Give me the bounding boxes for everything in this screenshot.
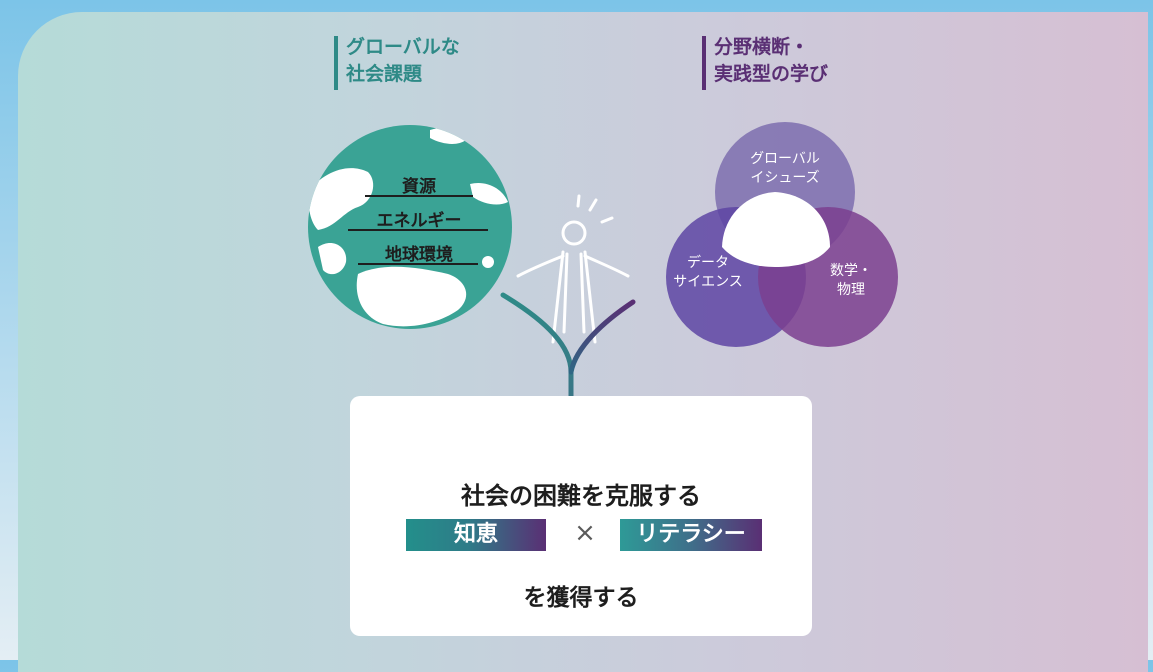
times-symbol: × xyxy=(574,518,596,548)
heading-cross-disciplinary: 分野横断・ 実践型の学び xyxy=(702,34,829,90)
diagram-card: グローバルな 社会課題 分野横断・ 実践型の学び xyxy=(18,12,1148,672)
venn-label-line: データ xyxy=(687,255,729,271)
globe-word: エネルギー xyxy=(376,211,462,231)
heading-line: 社会課題 xyxy=(346,63,423,85)
venn-label-line: グローバル xyxy=(750,151,820,167)
globe-word: 地球環境 xyxy=(385,245,453,265)
tag-literacy: リテラシー xyxy=(620,519,762,551)
person-icon xyxy=(516,194,630,344)
heading-accent-bar xyxy=(334,36,338,90)
venn-label-left: データ サイエンス xyxy=(663,254,753,292)
heading-global-issues: グローバルな 社会課題 xyxy=(334,34,460,90)
tag-wisdom: 知恵 xyxy=(406,519,546,551)
venn-label-line: 数学・ xyxy=(830,263,872,279)
venn-label-right: 数学・ 物理 xyxy=(816,262,886,300)
result-line-overcome: 社会の困難を克服する xyxy=(461,482,701,510)
venn-label-line: イシューズ xyxy=(750,170,820,186)
heading-line: 分野横断・ xyxy=(714,36,810,58)
venn-label-line: 物理 xyxy=(837,282,865,298)
result-line-acquire: を獲得する xyxy=(523,585,639,611)
venn-label-line: サイエンス xyxy=(673,274,743,290)
heading-line: 実践型の学び xyxy=(714,63,829,85)
globe-word: 資源 xyxy=(402,177,436,197)
heading-accent-bar xyxy=(702,36,706,90)
heading-line: グローバルな xyxy=(346,36,460,58)
illustration xyxy=(308,122,898,439)
venn-label-top: グローバル イシューズ xyxy=(738,150,832,188)
venn-diagram xyxy=(666,122,898,347)
globe-icon xyxy=(308,125,512,329)
result-box: 社会の困難を克服する 知恵 × リテラシー を獲得する xyxy=(350,396,812,636)
globe-underlines xyxy=(348,195,488,265)
